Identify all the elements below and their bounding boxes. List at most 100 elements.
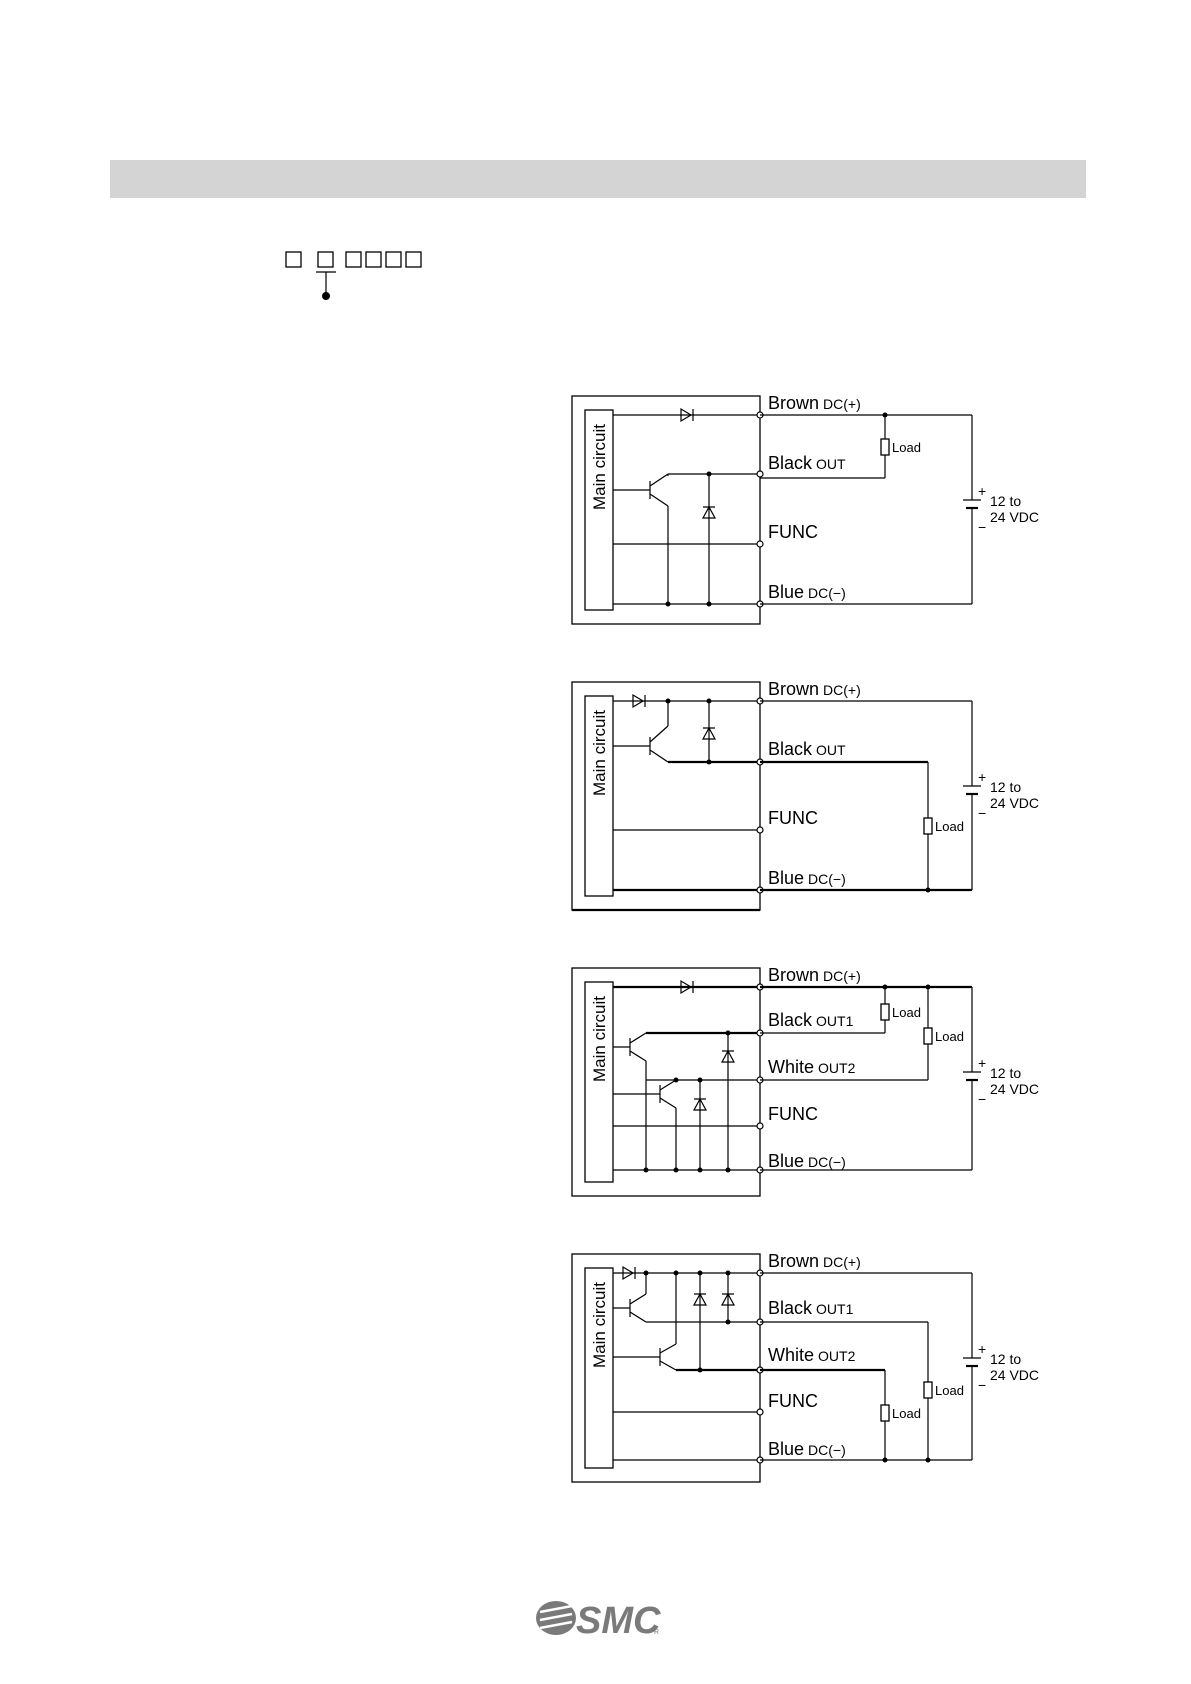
registered-mark: R — [654, 1629, 659, 1636]
supply-voltage-line2: 24 VDC — [990, 509, 1039, 525]
supply-voltage-line1: 12 to — [990, 779, 1021, 795]
supply-voltage-line2: 24 VDC — [990, 795, 1039, 811]
sensor-body — [571, 395, 761, 625]
code-box — [345, 251, 362, 268]
main-circuit-label: Main circuit — [590, 996, 609, 1082]
load-resistor — [923, 817, 933, 835]
main-circuit-block — [584, 695, 614, 897]
supply-plus: + — [978, 769, 986, 785]
supply-plus: + — [978, 1341, 986, 1357]
wire-label: FUNC — [768, 522, 818, 542]
supply-plus: + — [978, 1055, 986, 1071]
wire-label: FUNC — [768, 1391, 818, 1411]
main-circuit-label: Main circuit — [590, 424, 609, 510]
diode-icon — [680, 407, 694, 423]
part-code — [285, 251, 422, 300]
main-circuit-block — [584, 981, 614, 1183]
load-resistor — [880, 438, 890, 456]
wire-sublabel: DC(−) — [808, 1442, 846, 1458]
wire-label: Black — [768, 739, 813, 759]
supply-voltage-line1: 12 to — [990, 1065, 1021, 1081]
code-marker-dot — [322, 292, 330, 300]
code-box — [385, 251, 402, 268]
diode-icon — [680, 979, 694, 995]
wire-label: FUNC — [768, 1104, 818, 1124]
diode-icon — [632, 693, 646, 709]
smc-logo-text: SMC — [576, 1600, 661, 1642]
load-resistor — [923, 1381, 933, 1399]
load-resistor — [880, 1003, 890, 1021]
svg-text:FUNC: FUNC — [768, 1391, 818, 1411]
wire-sublabel: OUT — [816, 742, 846, 758]
wire-sublabel: DC(+) — [823, 1254, 861, 1270]
code-box — [365, 251, 382, 268]
wire-label: FUNC — [768, 808, 818, 828]
wire-label: Blue — [768, 582, 804, 602]
wire-label: White — [768, 1345, 814, 1365]
wire-label: Brown — [768, 965, 819, 985]
load-label: Load — [935, 1383, 964, 1398]
supply-plus: + — [978, 483, 986, 499]
supply-voltage-line1: 12 to — [990, 493, 1021, 509]
wire-label: Black — [768, 453, 813, 473]
main-circuit-label: Main circuit — [590, 1282, 609, 1368]
supply-minus: − — [978, 519, 986, 535]
supply-voltage-line2: 24 VDC — [990, 1081, 1039, 1097]
wire-sublabel: OUT — [816, 456, 846, 472]
wire-sublabel: OUT2 — [818, 1348, 856, 1364]
load-label: Load — [892, 440, 921, 455]
zener-diode-icon — [701, 726, 717, 740]
smc-logo: SMC R — [536, 1600, 661, 1642]
load-resistor — [880, 1404, 890, 1422]
code-box — [285, 251, 302, 268]
wire-label: Brown — [768, 679, 819, 699]
zener-diode-icon — [692, 1097, 708, 1111]
wire-label: Black — [768, 1010, 813, 1030]
wire-sublabel: DC(+) — [823, 968, 861, 984]
wire-label: White — [768, 1057, 814, 1077]
diode-icon — [622, 1265, 636, 1281]
main-circuit-label: Main circuit — [590, 710, 609, 796]
diagram-npn-2: Main circuit — [571, 965, 1039, 1197]
wire-label: Black — [768, 1298, 813, 1318]
zener-diode-icon — [692, 1292, 708, 1306]
wire-sublabel: DC(−) — [808, 871, 846, 887]
load-resistor — [923, 1027, 933, 1045]
zener-diode-icon — [720, 1049, 736, 1063]
wire-label: Blue — [768, 1151, 804, 1171]
svg-text:FUNC: FUNC — [768, 1104, 818, 1124]
zener-diode-icon — [701, 505, 717, 519]
wire-sublabel: DC(+) — [823, 682, 861, 698]
wire-sublabel: DC(−) — [808, 1154, 846, 1170]
load-label: Load — [935, 1029, 964, 1044]
load-label: Load — [892, 1005, 921, 1020]
supply-voltage-line2: 24 VDC — [990, 1367, 1039, 1383]
load-label: Load — [892, 1406, 921, 1421]
svg-text:FUNC: FUNC — [768, 522, 818, 542]
section-header-bar — [110, 160, 1086, 198]
supply-minus: − — [978, 1091, 986, 1107]
wire-label: Blue — [768, 1439, 804, 1459]
wire-sublabel: DC(−) — [808, 585, 846, 601]
main-circuit-block — [584, 409, 614, 611]
wire-sublabel: OUT1 — [816, 1301, 854, 1317]
svg-text:FUNC: FUNC — [768, 808, 818, 828]
wire-sublabel: OUT1 — [816, 1013, 854, 1029]
wire-label: Brown — [768, 1251, 819, 1271]
wire-label: Blue — [768, 868, 804, 888]
